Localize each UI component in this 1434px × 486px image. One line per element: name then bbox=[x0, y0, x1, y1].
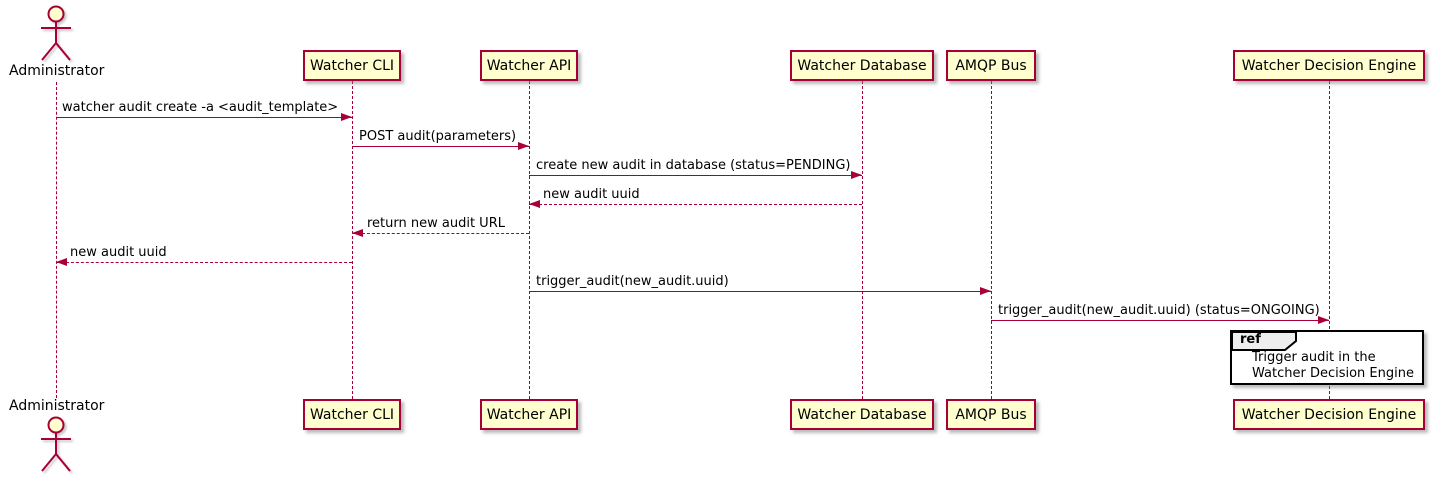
lifeline-watcher-api bbox=[529, 81, 530, 399]
message-arrow bbox=[56, 262, 352, 263]
participant-label: Watcher Decision Engine bbox=[1241, 406, 1417, 423]
arrowhead-icon bbox=[529, 200, 540, 208]
participant-label: Watcher CLI bbox=[309, 57, 395, 74]
arrowhead-icon bbox=[352, 229, 363, 237]
ref-text-line: Trigger audit in the bbox=[1252, 350, 1376, 365]
participant-label: AMQP Bus bbox=[955, 406, 1027, 423]
participant-top-watcher-decision-engine: Watcher Decision Engine bbox=[1233, 50, 1425, 81]
participant-bottom-watcher-database: Watcher Database bbox=[790, 399, 934, 430]
participant-top-amqp-bus: AMQP Bus bbox=[946, 50, 1036, 81]
participant-bottom-watcher-cli: Watcher CLI bbox=[303, 399, 401, 430]
message-arrow bbox=[991, 320, 1329, 321]
message-label: return new audit URL bbox=[367, 216, 505, 231]
arrowhead-icon bbox=[341, 113, 352, 121]
lifeline-administrator bbox=[56, 82, 57, 398]
ref-keyword: ref bbox=[1240, 332, 1261, 347]
message-arrow bbox=[352, 233, 529, 234]
lifeline-amqp-bus bbox=[991, 81, 992, 399]
actor-figure-icon bbox=[41, 5, 71, 61]
ref-fragment: ref Trigger audit in the Watcher Decisio… bbox=[1230, 330, 1424, 385]
lifeline-watcher-cli bbox=[352, 81, 353, 399]
ref-header-pentagon bbox=[1231, 331, 1297, 351]
arrowhead-icon bbox=[1318, 316, 1329, 324]
participant-bottom-watcher-decision-engine: Watcher Decision Engine bbox=[1233, 399, 1425, 430]
message-arrow bbox=[529, 204, 862, 205]
participant-label: Watcher CLI bbox=[309, 406, 395, 423]
arrowhead-icon bbox=[980, 287, 991, 295]
message-label: new audit uuid bbox=[543, 187, 640, 202]
message-label: trigger_audit(new_audit.uuid) (status=ON… bbox=[998, 303, 1320, 318]
participant-label: Watcher Database bbox=[797, 406, 927, 423]
participant-label: AMQP Bus bbox=[955, 57, 1027, 74]
participant-label: Watcher Database bbox=[797, 57, 927, 74]
message-label: trigger_audit(new_audit.uuid) bbox=[536, 274, 729, 289]
participant-top-watcher-database: Watcher Database bbox=[790, 50, 934, 81]
message-label: POST audit(parameters) bbox=[359, 129, 517, 144]
lifeline-watcher-database bbox=[862, 81, 863, 399]
participant-bottom-watcher-api: Watcher API bbox=[480, 399, 578, 430]
participant-label: Watcher API bbox=[486, 57, 572, 74]
actor-label-top: Administrator bbox=[9, 63, 105, 79]
message-label: create new audit in database (status=PEN… bbox=[536, 158, 851, 173]
participant-top-watcher-cli: Watcher CLI bbox=[303, 50, 401, 81]
message-arrow bbox=[529, 175, 862, 176]
arrowhead-icon bbox=[56, 258, 67, 266]
actor-label-bottom: Administrator bbox=[9, 398, 105, 414]
arrowhead-icon bbox=[851, 171, 862, 179]
actor-figure-icon bbox=[41, 416, 71, 472]
message-arrow bbox=[56, 117, 352, 118]
ref-text-line: Watcher Decision Engine bbox=[1252, 366, 1414, 381]
participant-bottom-amqp-bus: AMQP Bus bbox=[946, 399, 1036, 430]
participant-label: Watcher Decision Engine bbox=[1241, 57, 1417, 74]
message-arrow bbox=[529, 291, 991, 292]
message-label: new audit uuid bbox=[70, 245, 167, 260]
lifeline-watcher-decision-engine bbox=[1329, 81, 1330, 399]
participant-top-watcher-api: Watcher API bbox=[480, 50, 578, 81]
message-label: watcher audit create -a <audit_template> bbox=[62, 100, 339, 115]
arrowhead-icon bbox=[518, 142, 529, 150]
participant-label: Watcher API bbox=[486, 406, 572, 423]
message-arrow bbox=[352, 146, 529, 147]
